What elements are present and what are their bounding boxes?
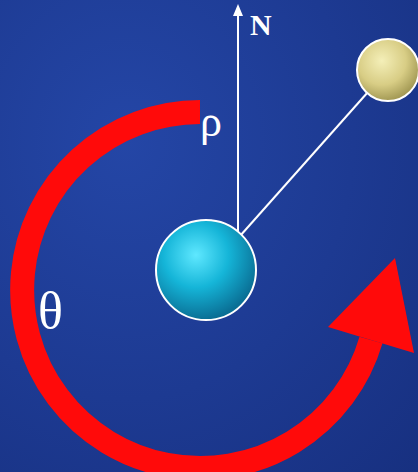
angle-label: θ: [38, 285, 63, 337]
angle-arrowhead: [328, 258, 414, 353]
north-label: N: [250, 10, 272, 40]
angle-arc: [22, 112, 371, 468]
north-arrowhead: [233, 4, 243, 16]
distance-label: ρ: [200, 100, 222, 144]
north-line: [237, 14, 239, 238]
secondary-star: [357, 39, 418, 101]
primary-star: [156, 220, 256, 320]
distance-line: [240, 92, 368, 236]
